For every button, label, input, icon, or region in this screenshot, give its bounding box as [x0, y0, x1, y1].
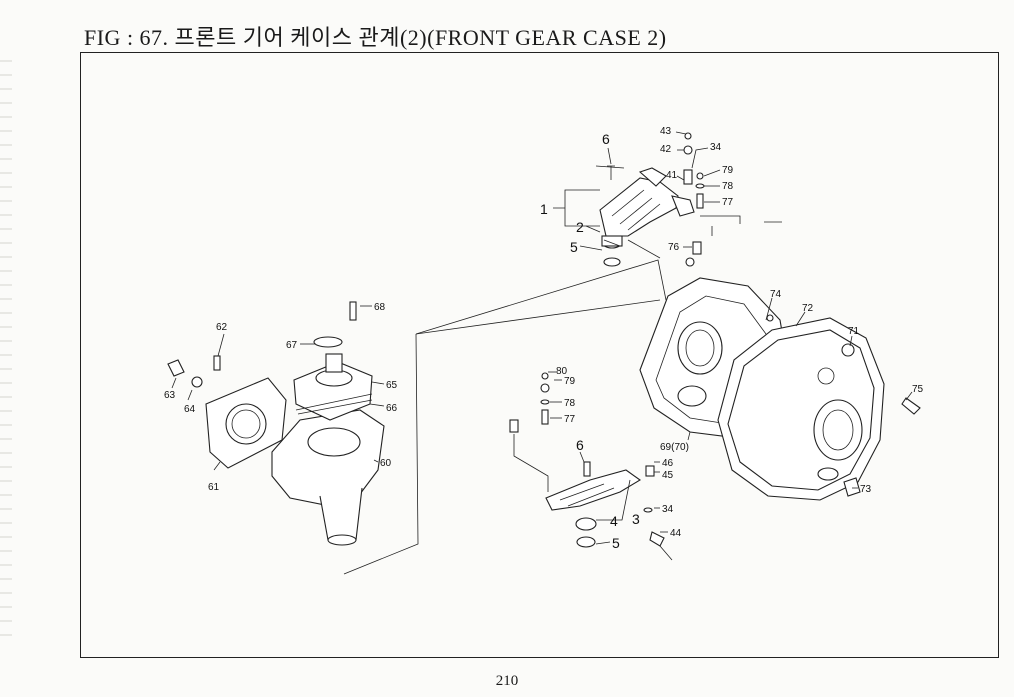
label-64: 64 — [184, 404, 196, 415]
label-76: 76 — [668, 242, 680, 253]
upper-shift-fork-assembly — [599, 132, 741, 267]
label-5-lower: 5 — [612, 535, 620, 551]
label-75: 75 — [912, 384, 924, 395]
page-number: 210 — [495, 673, 519, 689]
label-78-lower: 78 — [564, 398, 576, 409]
label-67: 67 — [286, 340, 298, 351]
label-6-lower: 6 — [576, 437, 584, 453]
label-77-upper: 77 — [722, 197, 734, 208]
label-65: 65 — [386, 380, 398, 391]
label-74: 74 — [770, 289, 782, 300]
label-43: 43 — [660, 126, 672, 137]
label-46: 46 — [662, 458, 674, 469]
assembly-guide-lines — [343, 165, 782, 575]
label-60: 60 — [380, 458, 392, 469]
label-1: 1 — [540, 201, 548, 217]
diagram-frame — [80, 52, 999, 658]
label-6-upper: 6 — [602, 131, 610, 147]
label-72: 72 — [802, 303, 814, 314]
label-61: 61 — [208, 482, 220, 493]
label-69-70: 69(70) — [660, 442, 689, 453]
label-79-lower: 79 — [564, 376, 576, 387]
label-79-upper: 79 — [722, 165, 734, 176]
part-labels: 1 2 5 6 43 42 34 41 79 78 77 76 74 72 71… — [164, 126, 924, 551]
label-66: 66 — [386, 403, 398, 414]
label-4: 4 — [610, 513, 618, 529]
label-63: 63 — [164, 390, 176, 401]
label-80: 80 — [556, 366, 568, 377]
leader-lines — [171, 131, 913, 545]
label-71: 71 — [848, 326, 860, 337]
scan-edge-marks — [0, 60, 12, 640]
label-68: 68 — [374, 302, 386, 313]
label-45: 45 — [662, 470, 674, 481]
label-41: 41 — [666, 170, 678, 181]
label-2: 2 — [576, 219, 584, 235]
label-34-upper: 34 — [710, 142, 722, 153]
label-44: 44 — [670, 528, 682, 539]
label-3: 3 — [632, 511, 640, 527]
lower-shift-fork-assembly — [509, 372, 673, 561]
label-42: 42 — [660, 144, 672, 155]
label-77-lower: 77 — [564, 414, 576, 425]
label-62: 62 — [216, 322, 228, 333]
left-housing-assembly — [167, 301, 385, 546]
figure-title: FIG : 67. 프론트 기어 케이스 관계(2)(FRONT GEAR CA… — [84, 25, 667, 50]
front-gear-case-cover — [717, 314, 921, 501]
label-34-lower: 34 — [662, 504, 674, 515]
label-73: 73 — [860, 484, 872, 495]
label-78-upper: 78 — [722, 181, 734, 192]
label-5-upper: 5 — [570, 239, 578, 255]
